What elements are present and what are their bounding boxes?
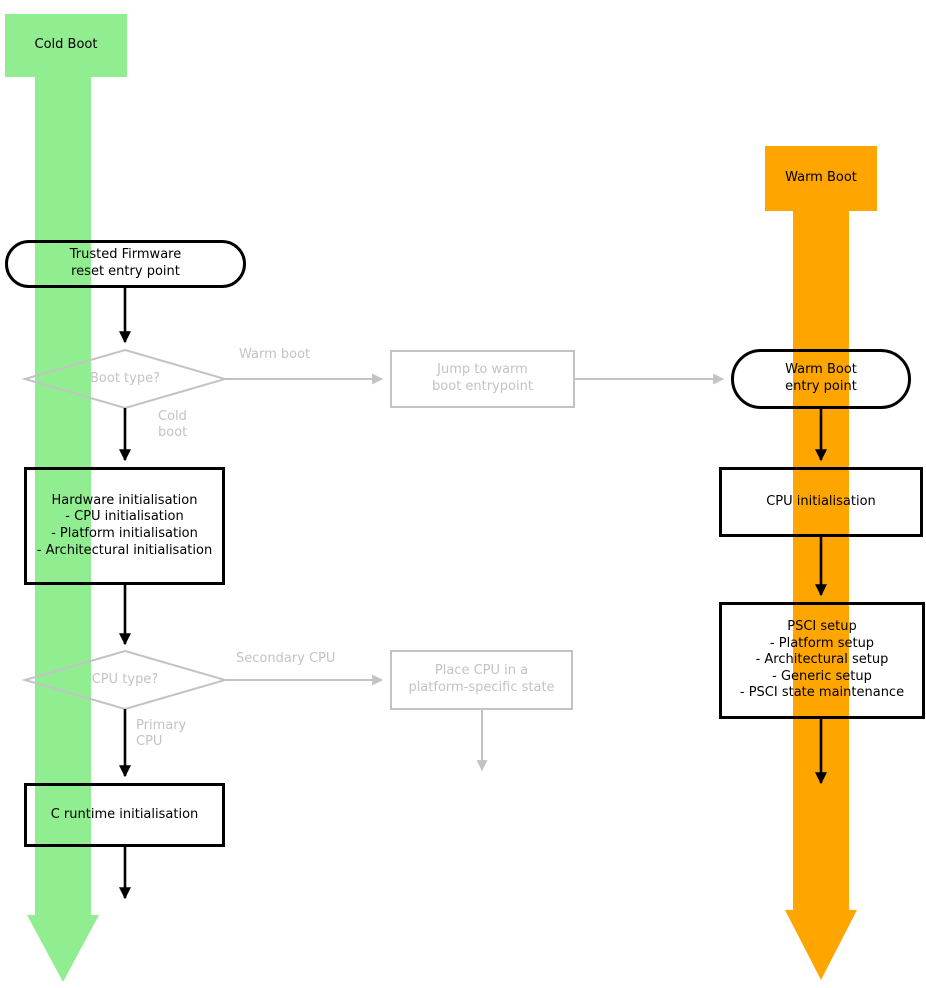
warm-boot-lane-arrowhead (785, 910, 857, 980)
cold-boot-lane-band (35, 70, 91, 916)
reset-entry-node: Trusted Firmware reset entry point (5, 240, 246, 288)
place-cpu-node: Place CPU in a platform-specific state (390, 650, 573, 710)
cold-boot-lane-arrowhead (27, 915, 99, 982)
edge-label-primary-cpu: Primary CPU (136, 718, 187, 750)
cpu-type-decision-label: CPU type? (91, 671, 159, 687)
cold-boot-label: Cold Boot (5, 14, 127, 77)
hardware-initialisation-node: Hardware initialisation - CPU initialisa… (24, 467, 225, 585)
edge-label-warm-boot: Warm boot (239, 347, 311, 362)
jump-warm-boot-node: Jump to warm boot entrypoint (390, 350, 575, 408)
edge-label-cold-boot: Cold boot (158, 409, 188, 441)
boot-type-decision-label: Boot type? (90, 370, 160, 386)
warm-boot-label: Warm Boot (765, 146, 877, 211)
edge-label-secondary-cpu: Secondary CPU (236, 651, 336, 666)
psci-setup-node: PSCI setup - Platform setup - Architectu… (719, 602, 925, 719)
cpu-initialisation-node: CPU initialisation (719, 467, 923, 537)
c-runtime-initialisation-node: C runtime initialisation (24, 783, 225, 847)
warm-boot-entry-node: Warm Boot entry point (731, 349, 911, 409)
